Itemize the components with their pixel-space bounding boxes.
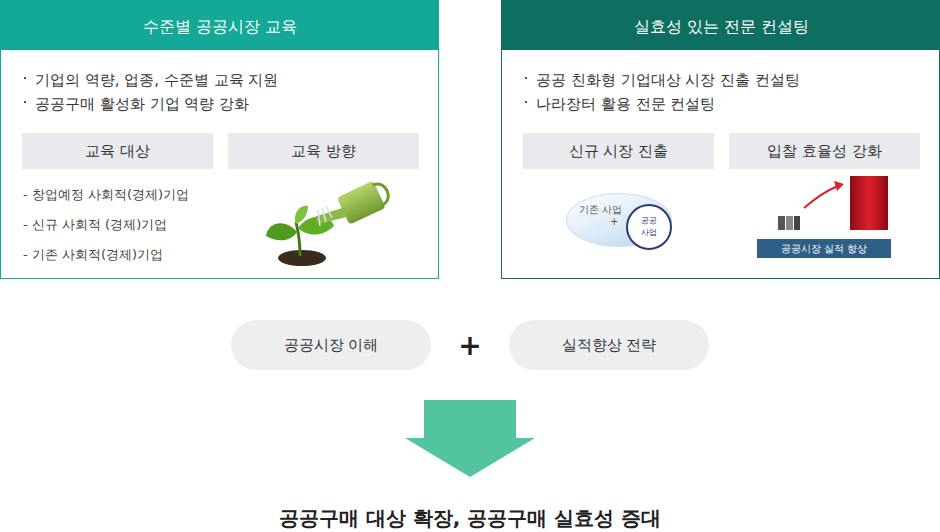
category-box: 입찰 효율성 강화 <box>729 133 920 169</box>
panel: 수준별 공공시장 교육기업의 역량, 업종, 수준별 교육 지원공공구매 활성화… <box>0 0 439 279</box>
pill-box: 실적향상 전략 <box>509 320 709 370</box>
panel-header: 수준별 공공시장 교육 <box>1 17 440 38</box>
ellipse-text: 기존 사업 <box>579 203 622 217</box>
list-item: - 창업예정 사회적(경제)기업 <box>23 186 189 204</box>
node-text: 실적향상 전략 <box>562 336 657 355</box>
bar-chart-illustration <box>778 176 888 230</box>
caption: 공공구매 대상 확장, 공공구매 실효성 증대 <box>279 505 661 532</box>
node-text: 신규 시장 진출 <box>569 142 669 161</box>
plant-illustration <box>266 177 393 266</box>
plus-sign: + <box>458 329 481 362</box>
panel-header: 실효성 있는 전문 컨설팅 <box>502 17 940 38</box>
bullet-text: 공공구매 활성화 기업 역량 강화 <box>35 95 249 114</box>
list-item: - 신규 사회적 (경제)기업 <box>23 216 167 234</box>
circle-shape: 공공 사업 <box>626 204 672 250</box>
bullet-mark <box>525 101 527 103</box>
node-text: 공공 사업 <box>640 215 658 239</box>
node-text: 교육 대상 <box>85 142 150 161</box>
bullet-text: 기업의 역량, 업종, 수준별 교육 지원 <box>35 71 278 90</box>
bullet-text: 나라장터 활용 전문 컨설팅 <box>536 95 715 114</box>
node-text: 공공시장 이해 <box>284 336 379 355</box>
node-text: 교육 방향 <box>291 142 356 161</box>
category-box: 신규 시장 진출 <box>523 133 714 169</box>
bullet-mark <box>525 77 527 79</box>
panel: 실효성 있는 전문 컨설팅공공 친화형 기업대상 시장 진출 컨설팅나라장터 활… <box>501 0 940 279</box>
plus-sign: + <box>610 216 618 227</box>
bullet-mark <box>24 77 26 79</box>
result-band: 공공시장 실적 향상 <box>757 239 891 258</box>
bullet-mark <box>24 101 26 103</box>
pill-box: 공공시장 이해 <box>231 320 431 370</box>
node-text: 공공시장 실적 향상 <box>781 242 867 256</box>
bullet-text: 공공 친화형 기업대상 시장 진출 컨설팅 <box>536 71 800 90</box>
node-text: 입찰 효율성 강화 <box>767 142 882 161</box>
category-box: 교육 대상 <box>22 133 213 169</box>
list-item: - 기존 사회적(경제)기업 <box>23 246 163 264</box>
category-box: 교육 방향 <box>228 133 419 169</box>
down-arrow <box>405 400 535 477</box>
